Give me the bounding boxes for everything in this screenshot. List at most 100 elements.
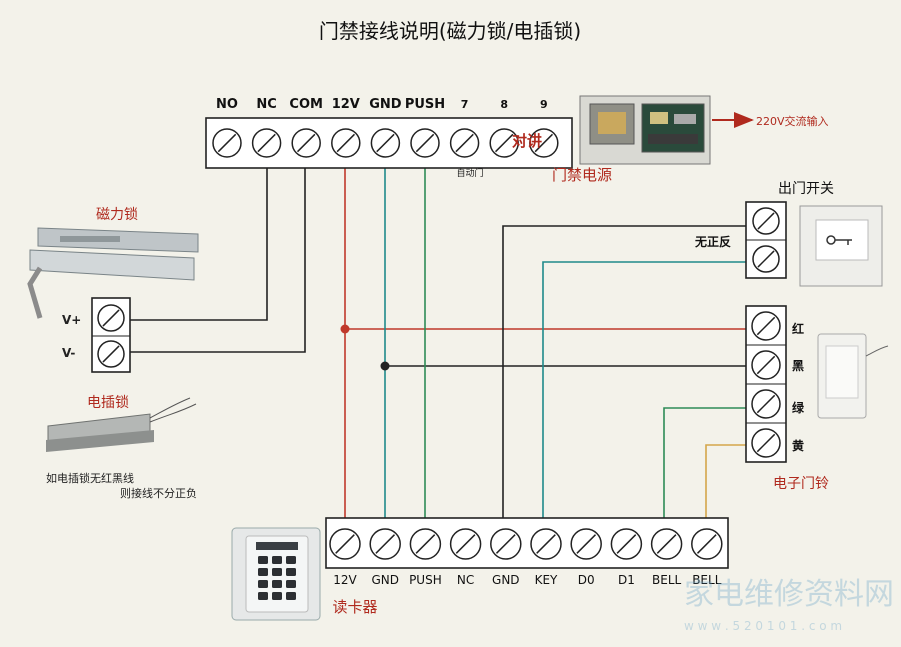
reader-terminal-label: 12V <box>333 573 357 587</box>
reader-terminal-label: D0 <box>578 573 595 587</box>
reader-terminal-screw <box>329 528 361 560</box>
power-terminal-screw <box>449 128 480 158</box>
junction-gnd <box>380 361 390 371</box>
diagram-title: 门禁接线说明(磁力锁/电插锁) <box>319 19 581 43</box>
power-terminal-label-nc: NC <box>256 97 276 112</box>
power-terminal-screw <box>489 128 519 158</box>
mag-lock: 磁力锁 V+ V- <box>27 207 199 373</box>
reader-terminal-label: BELL <box>652 573 682 587</box>
power-terminal-screw <box>410 128 440 158</box>
keypad-key <box>286 568 296 576</box>
power-terminal-screw <box>291 128 321 158</box>
keypad-key <box>272 556 282 564</box>
power-terminal-screw <box>331 128 361 158</box>
auto-door-label: 自动门 <box>456 167 483 179</box>
watermark-url: w w w . 5 2 0 1 0 1 . c o m <box>684 619 842 633</box>
mag-lock-bracket-icon <box>27 266 43 319</box>
mag-lock-screw-v-minus <box>97 340 125 368</box>
mag-lock-screw-v-plus <box>97 304 125 332</box>
reader-terminal-label: D1 <box>618 573 635 587</box>
power-terminal-label-no: NO <box>216 97 238 112</box>
keypad-key <box>286 580 296 588</box>
reader-terminal-block: 12V GND PUSH NC GND KEY D0 D1 BELL BELL <box>325 517 729 587</box>
watermark: 家电维修资料网 w w w . 5 2 0 1 0 1 . c o m <box>684 577 894 633</box>
power-terminal-label-8: 8 <box>500 98 508 111</box>
keypad-key <box>272 592 282 600</box>
electric-bolt-label: 电插锁 <box>87 395 129 411</box>
exit-button-screw <box>752 245 780 273</box>
reader-terminal-screw <box>409 528 442 560</box>
power-supply-unit: 门禁电源 220V交流输入 <box>552 95 829 184</box>
power-terminal-screw <box>212 128 242 158</box>
reader-terminal-label: GND <box>371 573 399 587</box>
power-terminal-label-gnd: GND <box>369 97 402 112</box>
electric-bolt-note-2: 则接线不分正负 <box>120 486 197 500</box>
electric-bolt-note-1: 如电插锁无红黑线 <box>46 471 134 485</box>
doorbell-label: 电子门铃 <box>773 476 829 492</box>
exit-button-polarity-note: 无正反 <box>694 234 731 249</box>
power-terminal-label-7: 7 <box>461 98 469 111</box>
junction-12v <box>340 324 350 334</box>
card-reader-label: 读卡器 <box>332 598 377 616</box>
reader-terminal-label: BELL <box>692 573 722 587</box>
keypad-key <box>286 592 296 600</box>
keypad-key <box>272 580 282 588</box>
mag-lock-label: 磁力锁 <box>96 207 138 223</box>
doorbell-wire-black: 黑 <box>792 359 804 373</box>
doorbell-screw <box>751 311 781 341</box>
power-terminal-screw <box>529 128 559 158</box>
card-reader: 读卡器 <box>231 527 378 621</box>
reader-terminal-screw <box>691 528 723 560</box>
reader-terminal-screw <box>650 528 683 560</box>
doorbell: 红 黑 绿 黄 电子门铃 <box>745 305 889 492</box>
wire-nc-to-v-plus <box>130 162 268 321</box>
keypad-key <box>258 580 268 588</box>
keypad-key <box>272 568 282 576</box>
reader-terminal-label: NC <box>457 573 474 587</box>
wire-reader-key-to-exit <box>542 261 752 530</box>
power-input-label: 220V交流输入 <box>756 114 829 128</box>
keypad-key <box>258 568 268 576</box>
power-terminal-screw <box>370 128 401 158</box>
power-supply-label: 门禁电源 <box>552 166 612 184</box>
exit-button-screw <box>752 207 780 235</box>
doorbell-wire-green: 绿 <box>792 400 805 415</box>
electric-bolt: 电插锁 如电插锁无红黑线 则接线不分正负 <box>46 395 197 500</box>
wire-bell-yellow <box>705 444 752 530</box>
wire-com-to-v-minus <box>130 162 306 353</box>
power-terminal-label-push: PUSH <box>405 97 445 112</box>
reader-terminal-label: KEY <box>535 573 558 587</box>
intercom-label: 对讲 <box>512 132 542 150</box>
reader-terminal-screw <box>570 528 602 560</box>
power-terminal-screw <box>251 128 282 158</box>
doorbell-screw <box>751 350 781 380</box>
reader-display <box>256 542 298 550</box>
power-terminal-label-com: COM <box>289 97 323 112</box>
mag-lock-terminal-v-plus: V+ <box>62 313 81 327</box>
doorbell-wire-red: 红 <box>792 321 804 336</box>
doorbell-wire-yellow: 黄 <box>792 438 804 453</box>
mag-lock-terminal-v-minus: V- <box>62 346 75 360</box>
wire-reader-gnd-to-exit <box>502 225 752 530</box>
reader-terminal-label: PUSH <box>409 573 442 587</box>
reader-terminal-screw <box>610 528 643 560</box>
reader-terminal-label: GND <box>492 573 520 587</box>
reader-terminal-screw <box>530 528 562 560</box>
exit-button: 出门开关 无正反 <box>694 181 883 287</box>
reader-terminal-screw <box>490 528 522 560</box>
wires <box>130 112 754 530</box>
reader-terminal-screw <box>369 528 401 560</box>
keypad-key <box>258 556 268 564</box>
watermark-cn: 家电维修资料网 <box>684 577 894 612</box>
exit-button-label: 出门开关 <box>778 181 834 197</box>
keypad-key <box>286 556 296 564</box>
power-terminal-label-9: 9 <box>540 98 548 111</box>
power-terminal-label-12v: 12V <box>332 97 360 112</box>
doorbell-screw <box>751 389 781 419</box>
keypad-key <box>258 592 268 600</box>
wire-bell-green <box>663 407 752 530</box>
doorbell-screw <box>751 428 781 458</box>
reader-terminal-screw <box>449 528 482 560</box>
